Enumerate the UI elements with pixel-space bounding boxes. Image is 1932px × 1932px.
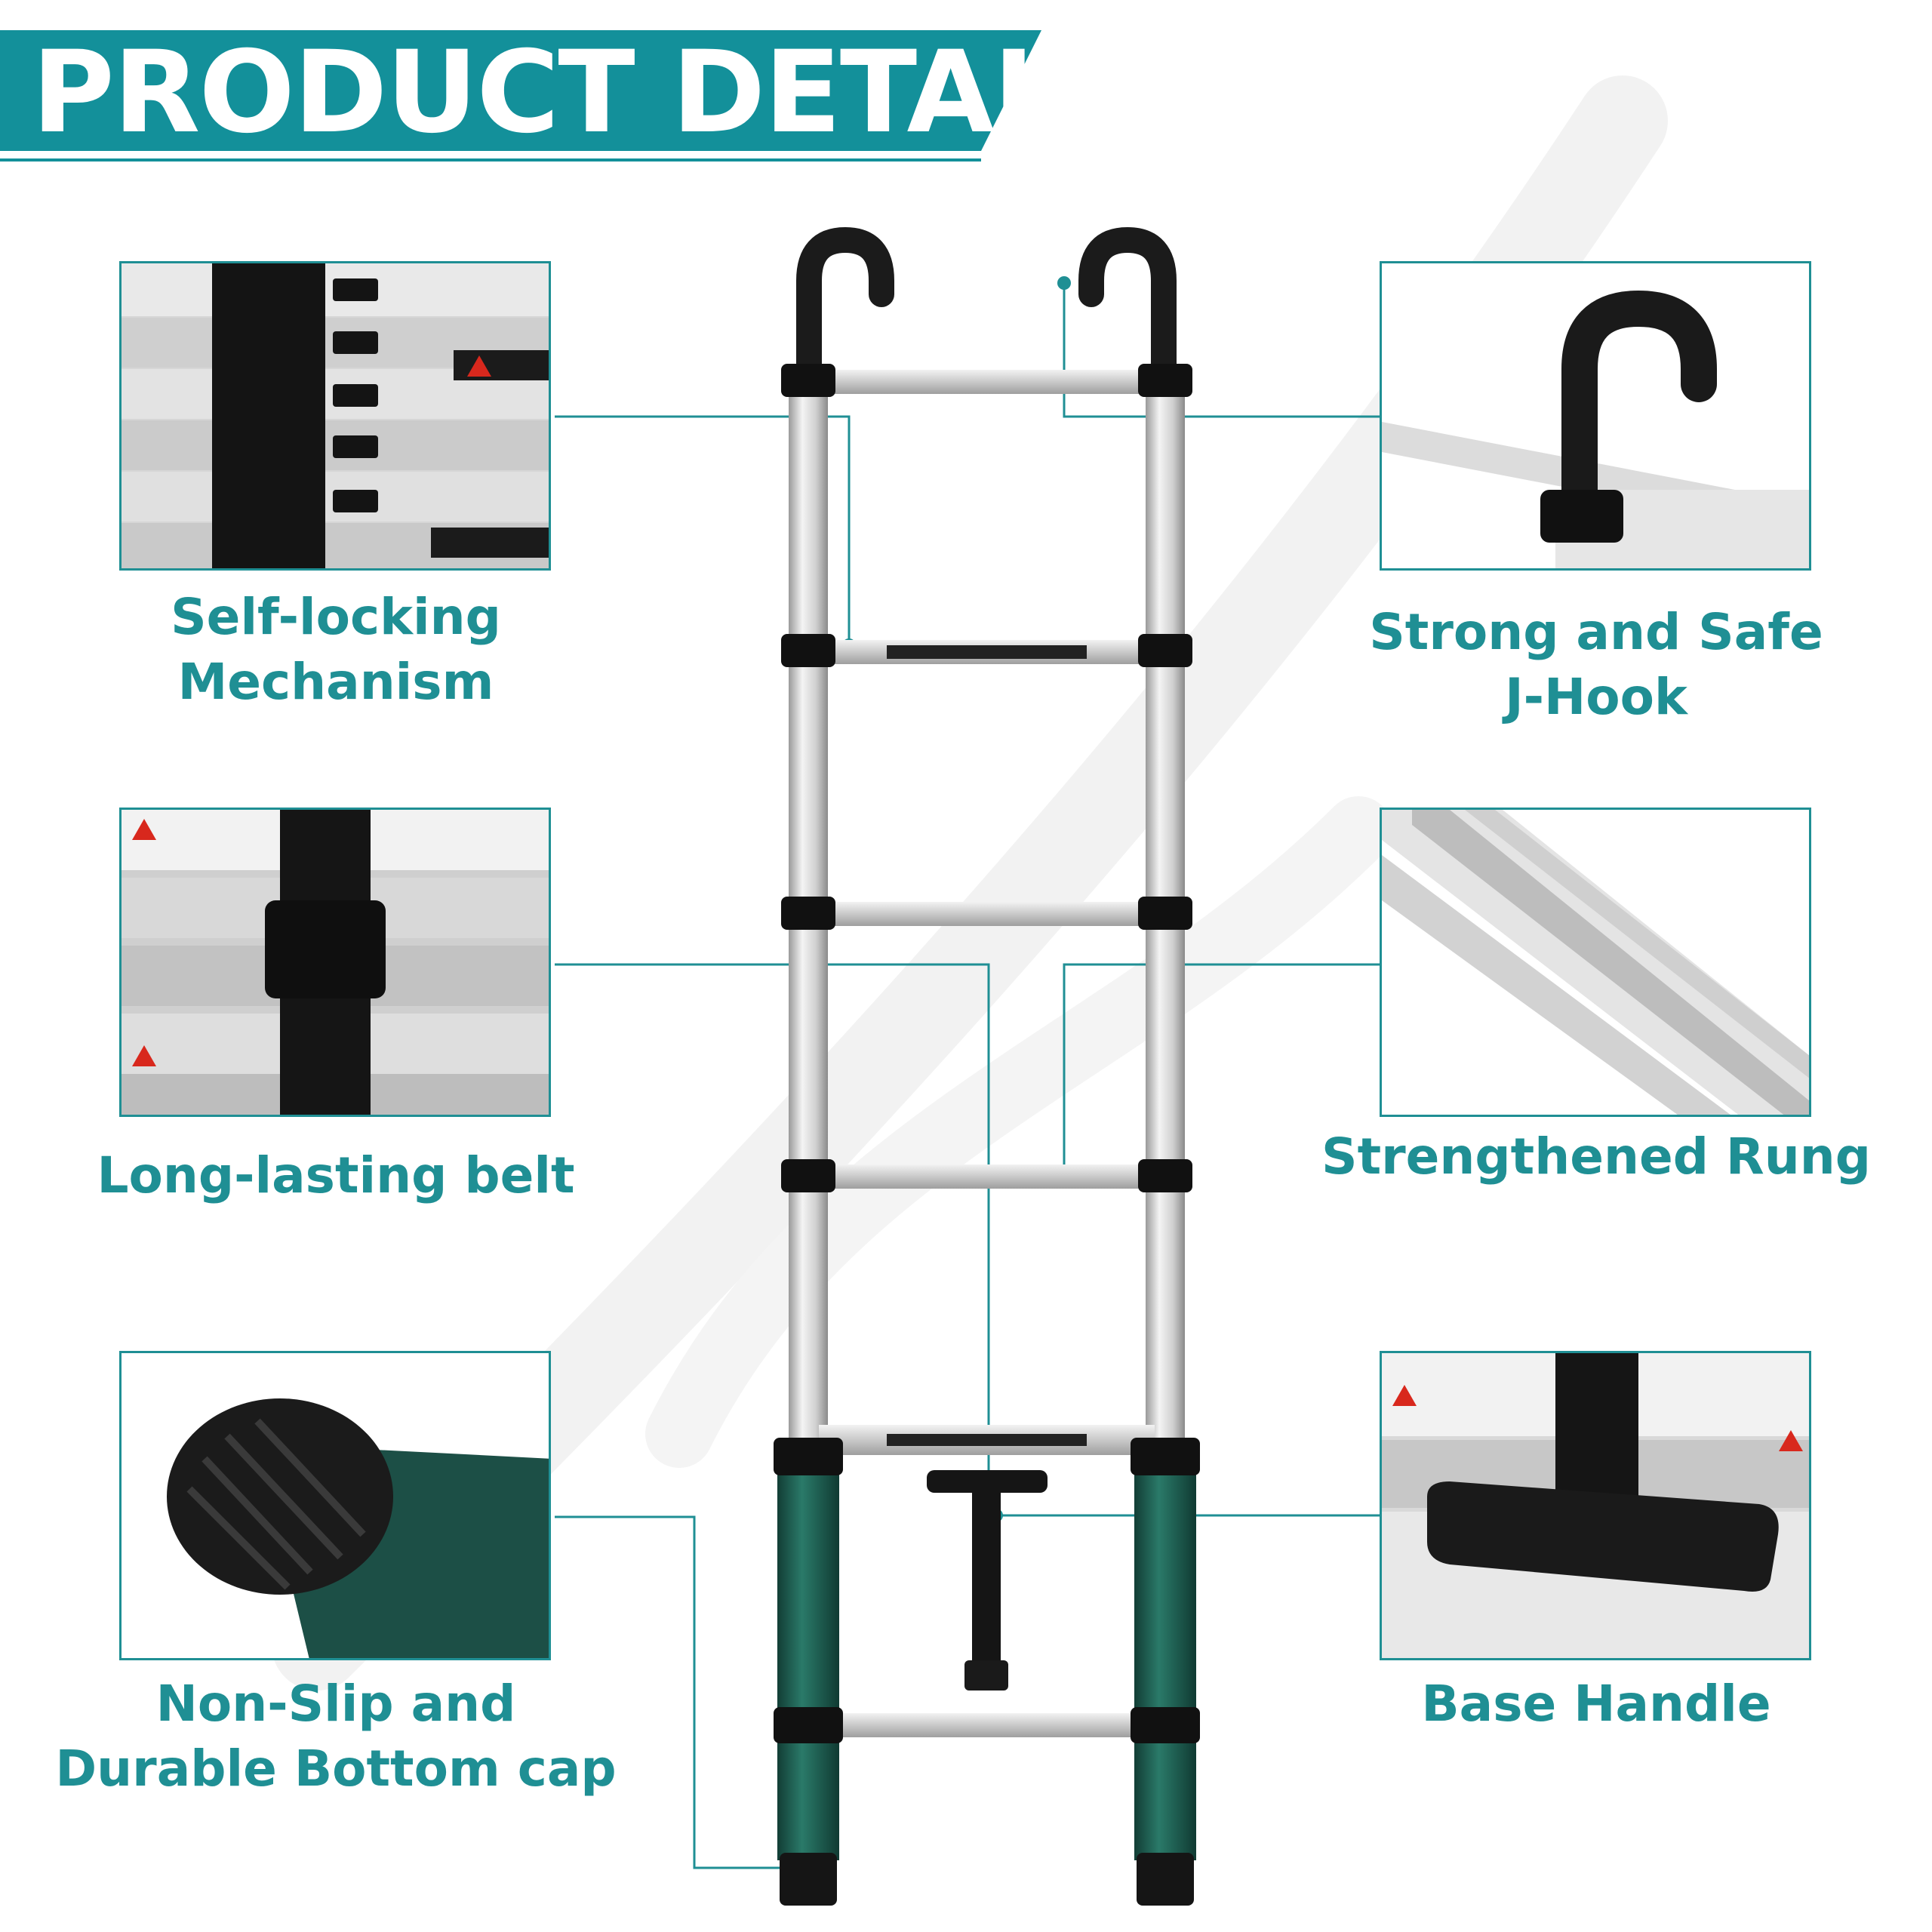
photo-j-hook xyxy=(1380,261,1811,571)
photo-bottom-cap xyxy=(119,1351,551,1660)
caption-rung: Strengthened Rung xyxy=(1321,1128,1871,1186)
caption-belt: Long-lasting belt xyxy=(97,1146,575,1204)
caption-j-hook: Strong and Safe J-Hook xyxy=(1369,603,1823,726)
header-banner: PRODUCT DETAILS xyxy=(0,0,1932,181)
caption-bottom-cap: Non-Slip and Durable Bottom cap xyxy=(55,1675,617,1798)
caption-self-locking: Self-locking Mechanism xyxy=(171,588,501,711)
photo-base-handle xyxy=(1380,1351,1811,1660)
page-title: PRODUCT DETAILS xyxy=(32,27,1186,158)
photo-self-locking xyxy=(119,261,551,571)
photo-rung xyxy=(1380,808,1811,1117)
photo-belt xyxy=(119,808,551,1117)
caption-base-handle: Base Handle xyxy=(1421,1675,1771,1733)
